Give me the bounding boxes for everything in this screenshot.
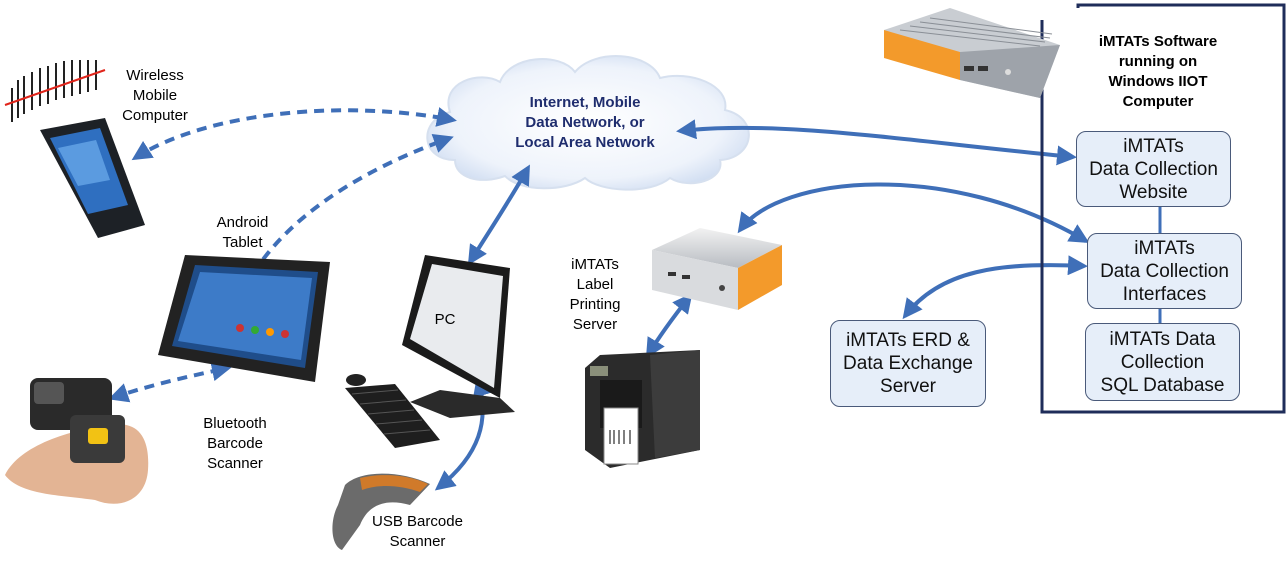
software-frame [1040, 3, 1286, 414]
box-line: iMTATs Data [1109, 328, 1216, 350]
software-title-line: Windows IIOT [1108, 73, 1208, 90]
arrow-erd-interfaces [902, 255, 1088, 320]
label-line: iMTATs [571, 256, 619, 273]
label-line: PC [434, 311, 456, 328]
arrow-cloud-website [676, 119, 1077, 166]
arrow-mobile-cloud [131, 107, 457, 161]
box-line: Data Exchange [843, 353, 973, 374]
usb-label: USB Barcode Scanner [360, 512, 475, 552]
pc-label: PC [430, 310, 460, 330]
label-line: Printing [569, 296, 621, 313]
software-title-line: running on [1118, 53, 1198, 70]
software-title: iMTATs Software running on Windows IIOT … [1082, 32, 1234, 112]
arrow-tablet-cloud [243, 133, 454, 292]
box-line: SQL Database [1100, 374, 1225, 396]
label-printer-icon [585, 350, 700, 468]
arrow-labelserver-interfaces [737, 182, 1090, 244]
mobile-computer-icon [4, 60, 145, 238]
label-line: Mobile [132, 87, 178, 104]
erd-box: iMTATs ERD & Data Exchange Server [830, 320, 986, 407]
box-line: Interfaces [1122, 283, 1207, 305]
usb-scanner-icon [332, 473, 430, 550]
box-line: Server [880, 376, 936, 397]
mini-server-icon [652, 228, 782, 310]
arrow-printer-labelserver [645, 292, 693, 359]
connection-arrows [108, 107, 1090, 491]
cloud-label: Internet, Mobile Data Network, or Local … [495, 93, 675, 153]
iiot-computer-icon [884, 8, 1060, 98]
label-server-label: iMTATs Label Printing Server [555, 255, 635, 335]
cloud-line: Internet, Mobile [529, 94, 641, 111]
website-box: iMTATs Data Collection Website [1076, 131, 1231, 207]
cloud-line: Local Area Network [515, 134, 655, 151]
label-line: USB Barcode [372, 513, 463, 530]
ring-scanner-icon [5, 378, 149, 504]
label-line: Server [572, 316, 618, 333]
arrow-pc-cloud [467, 164, 530, 266]
label-line: Android [216, 214, 269, 231]
box-line: Data Collection [1100, 260, 1229, 282]
label-line: Label [576, 276, 614, 293]
cloud-icon [426, 55, 750, 191]
android-label: Android Tablet [200, 213, 285, 253]
box-line: iMTATs ERD & [846, 330, 970, 351]
label-line: Tablet [222, 234, 263, 251]
label-line: Computer [122, 107, 188, 124]
cloud-line: Data Network, or [525, 114, 645, 131]
software-title-line: Computer [1122, 93, 1194, 110]
label-line: Bluetooth [203, 415, 267, 432]
box-line: iMTATs [1123, 135, 1184, 157]
label-line: Barcode [207, 435, 263, 452]
database-box: iMTATs Data Collection SQL Database [1085, 323, 1240, 401]
arrow-ringscanner-tablet [108, 361, 232, 403]
label-line: Scanner [389, 533, 446, 550]
box-line: Website [1119, 181, 1188, 203]
box-line: Data Collection [1089, 158, 1218, 180]
arrow-usb-pc [434, 376, 493, 491]
tablet-icon [158, 255, 330, 382]
label-line: Scanner [207, 455, 263, 472]
pc-monitor-icon [402, 255, 515, 418]
wireless-label: Wireless Mobile Computer [110, 66, 200, 126]
software-title-line: iMTATs Software [1098, 33, 1218, 50]
keyboard-icon [345, 374, 440, 448]
box-line: Collection [1120, 351, 1205, 373]
label-line: Wireless [126, 67, 184, 84]
interfaces-box: iMTATs Data Collection Interfaces [1087, 233, 1242, 309]
bluetooth-label: Bluetooth Barcode Scanner [190, 414, 280, 474]
box-line: iMTATs [1134, 237, 1195, 259]
